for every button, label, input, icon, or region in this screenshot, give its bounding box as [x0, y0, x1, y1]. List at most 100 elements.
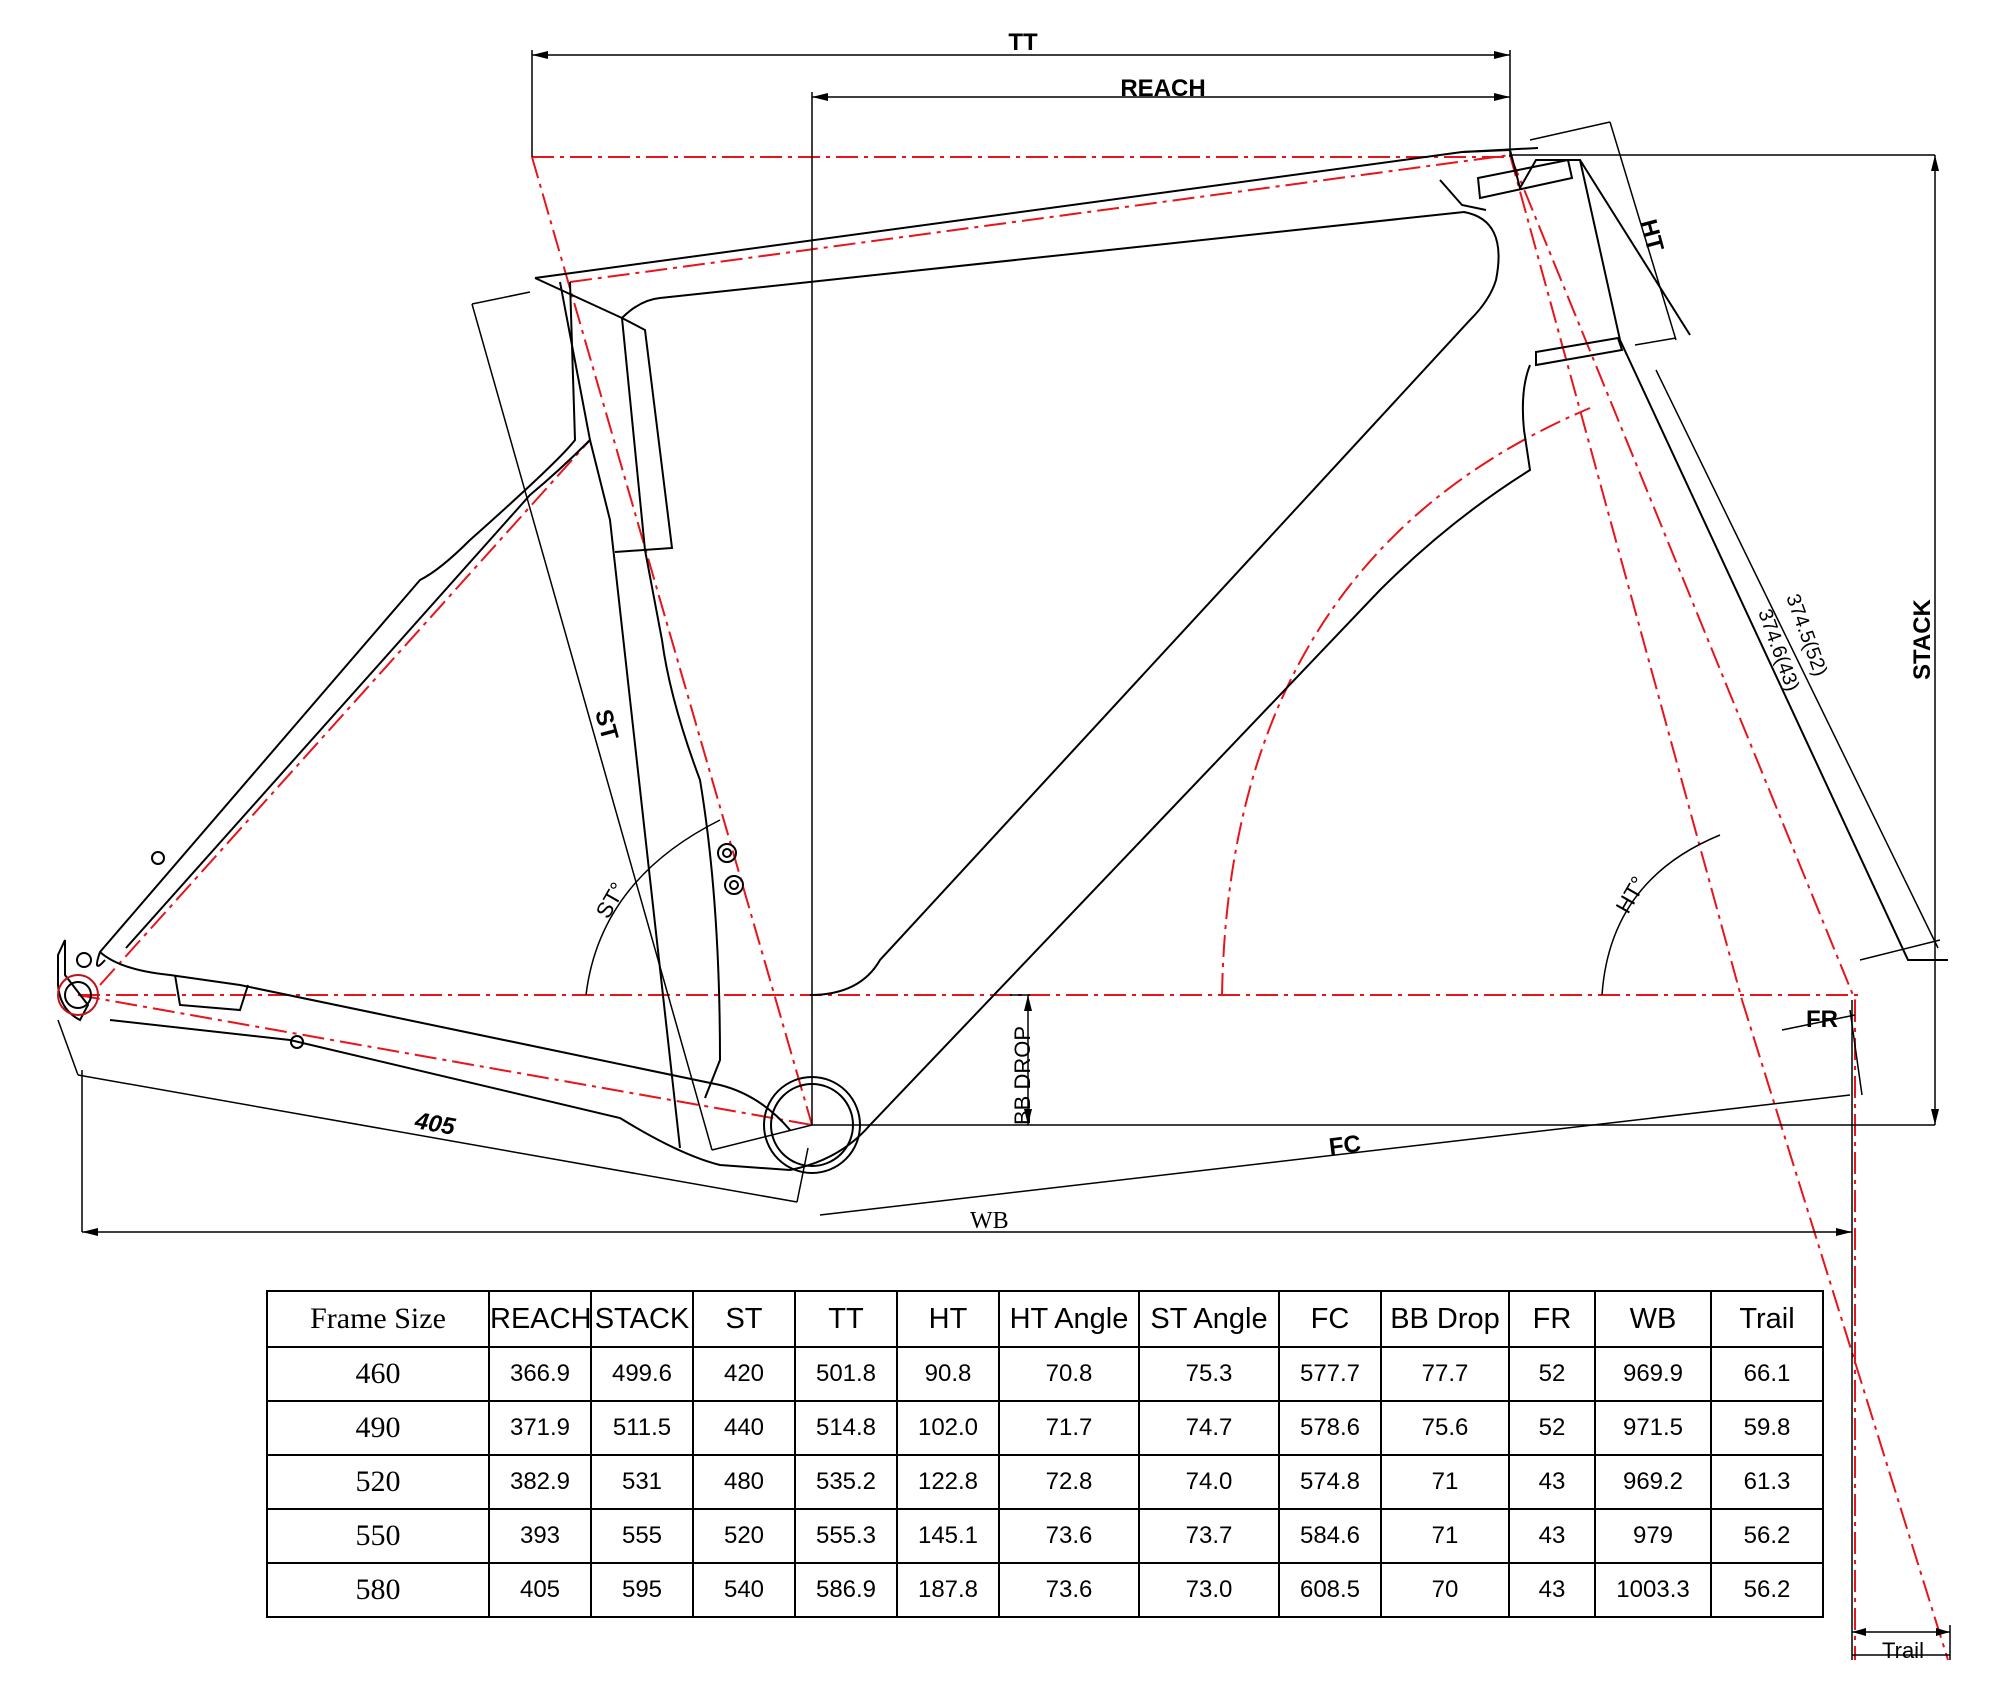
- column-header: FR: [1508, 1290, 1596, 1348]
- table-cell: 584.6: [1278, 1508, 1382, 1564]
- table-cell: 71: [1380, 1508, 1510, 1564]
- table-cell: 578.6: [1278, 1400, 1382, 1456]
- column-header: Trail: [1710, 1290, 1824, 1348]
- table-cell: 535.2: [794, 1454, 898, 1510]
- column-header: BB Drop: [1380, 1290, 1510, 1348]
- ht-angle-label: HT°: [1611, 872, 1652, 918]
- table-cell: 43: [1508, 1508, 1596, 1564]
- table-cell: 71.7: [998, 1400, 1140, 1456]
- table-cell: 52: [1508, 1400, 1596, 1456]
- bb-drop-label: BB DROP: [1010, 1026, 1035, 1125]
- table-cell: 1003.3: [1594, 1562, 1712, 1618]
- table-cell: 382.9: [488, 1454, 592, 1510]
- table-cell: 73.7: [1138, 1508, 1280, 1564]
- column-header: ST: [692, 1290, 796, 1348]
- column-header: HT Angle: [998, 1290, 1140, 1348]
- ht-label: HT: [1634, 217, 1668, 255]
- table-cell: 56.2: [1710, 1562, 1824, 1618]
- table-cell: 73.0: [1138, 1562, 1280, 1618]
- table-cell: 969.2: [1594, 1454, 1712, 1510]
- table-cell: 70: [1380, 1562, 1510, 1618]
- table-cell: 74.0: [1138, 1454, 1280, 1510]
- table-cell: 77.7: [1380, 1346, 1510, 1402]
- table-cell: 969.9: [1594, 1346, 1712, 1402]
- table-cell: 608.5: [1278, 1562, 1382, 1618]
- column-header: HT: [896, 1290, 1000, 1348]
- tt-label: TT: [1008, 29, 1038, 56]
- stack-label: STACK: [1909, 598, 1936, 680]
- reach-label: REACH: [1120, 75, 1205, 102]
- construction-lines: [77, 154, 1949, 1661]
- table-cell: 71: [1380, 1454, 1510, 1510]
- table-cell: 460: [266, 1346, 490, 1402]
- trail-label: Trail: [1882, 1638, 1924, 1663]
- column-header: WB: [1594, 1290, 1712, 1348]
- wb-label: WB: [970, 1208, 1009, 1234]
- table-cell: 366.9: [488, 1346, 592, 1402]
- table-cell: 480: [692, 1454, 796, 1510]
- table-cell: 511.5: [590, 1400, 694, 1456]
- table-cell: 122.8: [896, 1454, 1000, 1510]
- table-cell: 531: [590, 1454, 694, 1510]
- column-header: STACK: [590, 1290, 694, 1348]
- table-cell: 440: [692, 1400, 796, 1456]
- table-cell: 102.0: [896, 1400, 1000, 1456]
- table-cell: 520: [692, 1508, 796, 1564]
- table-cell: 490: [266, 1400, 490, 1456]
- table-cell: 555.3: [794, 1508, 898, 1564]
- table-cell: 72.8: [998, 1454, 1140, 1510]
- table-cell: 540: [692, 1562, 796, 1618]
- table-cell: 187.8: [896, 1562, 1000, 1618]
- table-cell: 371.9: [488, 1400, 592, 1456]
- table-cell: 43: [1508, 1454, 1596, 1510]
- table-cell: 393: [488, 1508, 592, 1564]
- table-cell: 59.8: [1710, 1400, 1824, 1456]
- table-cell: 514.8: [794, 1400, 898, 1456]
- table-cell: 586.9: [794, 1562, 898, 1618]
- table-cell: 577.7: [1278, 1346, 1382, 1402]
- column-header: ST Angle: [1138, 1290, 1280, 1348]
- table-cell: 56.2: [1710, 1508, 1824, 1564]
- st-label: ST: [589, 707, 623, 744]
- table-cell: 90.8: [896, 1346, 1000, 1402]
- table-cell: 574.8: [1278, 1454, 1382, 1510]
- table-cell: 520: [266, 1454, 490, 1510]
- dimension-lines: [57, 50, 1951, 1660]
- column-header: TT: [794, 1290, 898, 1348]
- fr-label: FR: [1806, 1006, 1838, 1033]
- column-header: FC: [1278, 1290, 1382, 1348]
- table-cell: 550: [266, 1508, 490, 1564]
- table-cell: 405: [488, 1562, 592, 1618]
- table-cell: 971.5: [1594, 1400, 1712, 1456]
- table-cell: 595: [590, 1562, 694, 1618]
- table-cell: 70.8: [998, 1346, 1140, 1402]
- table-cell: 979: [1594, 1508, 1712, 1564]
- table-cell: 420: [692, 1346, 796, 1402]
- table-cell: 74.7: [1138, 1400, 1280, 1456]
- table-cell: 75.3: [1138, 1346, 1280, 1402]
- table-cell: 555: [590, 1508, 694, 1564]
- table-cell: 73.6: [998, 1562, 1140, 1618]
- table-cell: 66.1: [1710, 1346, 1824, 1402]
- column-header: REACH: [488, 1290, 592, 1348]
- column-header: Frame Size: [266, 1290, 490, 1348]
- table-cell: 52: [1508, 1346, 1596, 1402]
- table-cell: 499.6: [590, 1346, 694, 1402]
- table-cell: 75.6: [1380, 1400, 1510, 1456]
- st-angle-label: ST°: [591, 878, 631, 922]
- table-cell: 61.3: [1710, 1454, 1824, 1510]
- table-cell: 501.8: [794, 1346, 898, 1402]
- arrowheads: [82, 51, 1950, 1636]
- table-cell: 580: [266, 1562, 490, 1618]
- fc-label: FC: [1327, 1130, 1362, 1161]
- table-cell: 145.1: [896, 1508, 1000, 1564]
